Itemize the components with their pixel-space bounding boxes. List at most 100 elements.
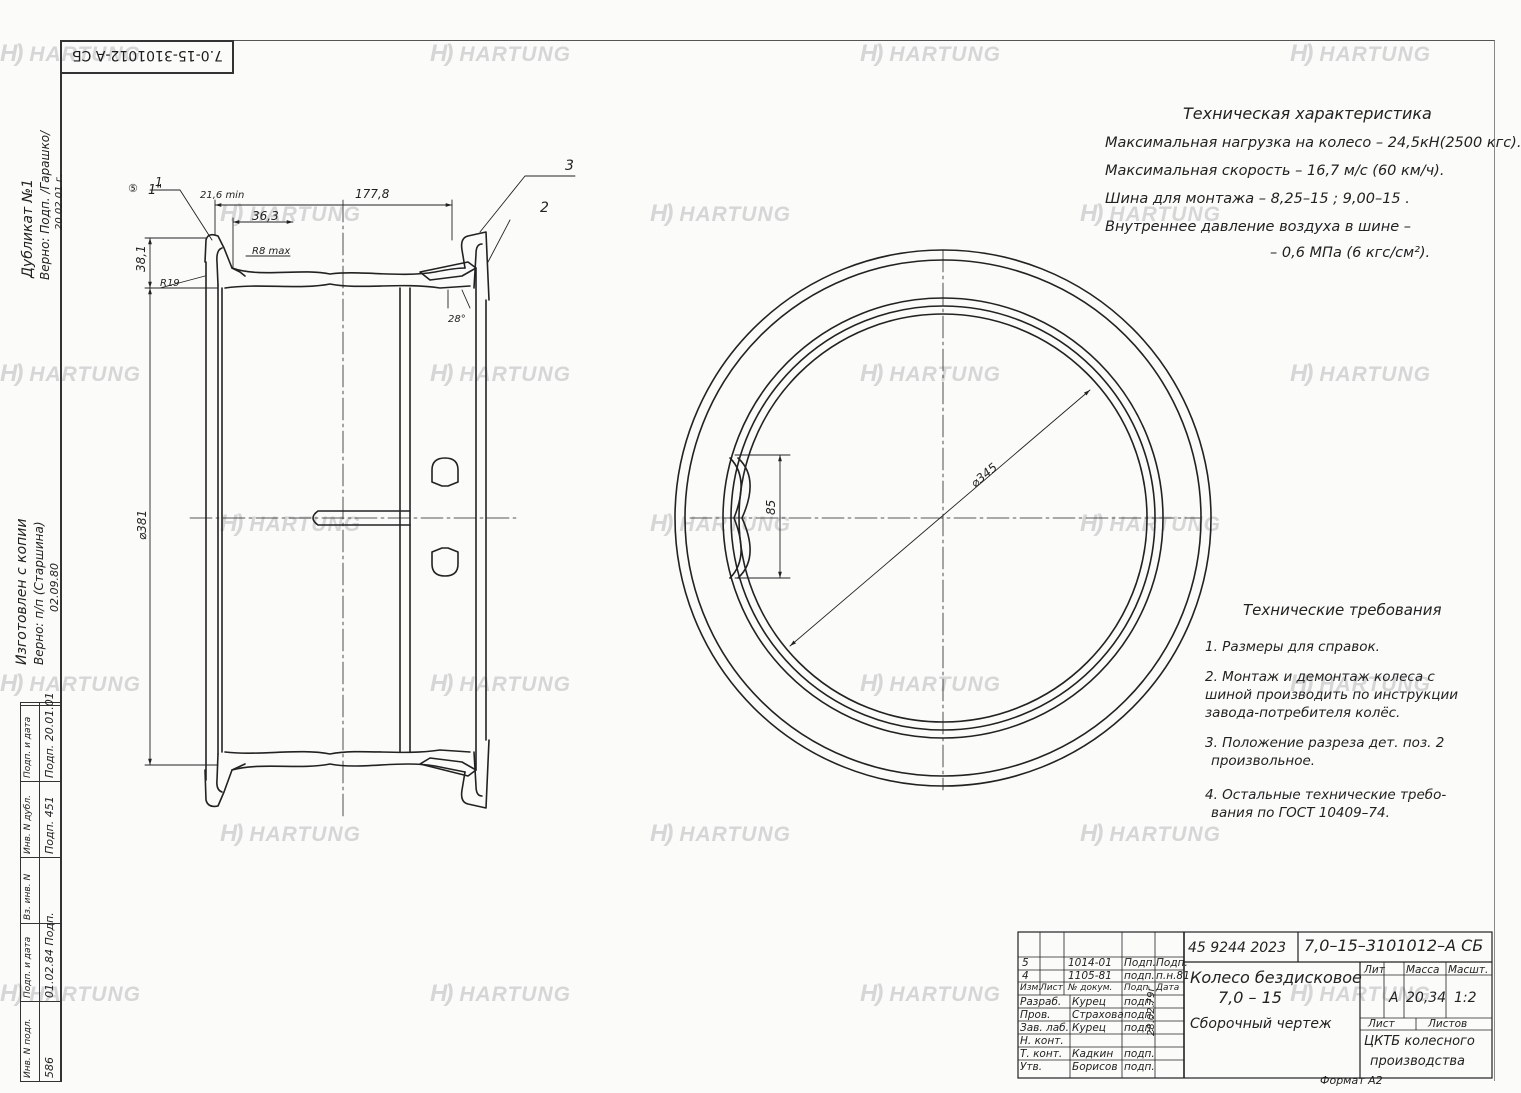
dim-radius-max: R8 max bbox=[252, 246, 290, 257]
change-row-sign: подп. bbox=[1124, 970, 1155, 982]
tech-line-load: Максимальная нагрузка на колесо – 24,5кН… bbox=[1105, 135, 1521, 151]
dim-flange-height: 38,1 bbox=[134, 245, 148, 272]
req-item-3a: 3. Положение разреза дет. поз. 2 bbox=[1205, 735, 1445, 751]
sheet-label: Лист bbox=[1368, 1018, 1395, 1030]
format-label: Формат А2 bbox=[1320, 1074, 1383, 1087]
role-sign: подп. bbox=[1124, 1022, 1155, 1034]
watermark-text: HARTUNG bbox=[29, 983, 141, 1006]
mass-value: 20,34 bbox=[1406, 990, 1447, 1006]
req-title: Технические требования bbox=[1243, 601, 1442, 619]
change-row-n: 4 bbox=[1022, 970, 1029, 982]
watermark-text: HARTUNG bbox=[459, 983, 571, 1006]
dim-flange-min: 21,6 min bbox=[200, 190, 244, 201]
tech-line-speed: Максимальная скорость – 16,7 м/с (60 км/… bbox=[1105, 163, 1445, 179]
watermark-text: HARTUNG bbox=[1319, 363, 1431, 386]
watermark: H)HARTUNG bbox=[220, 820, 361, 848]
doc-type: Сборочный чертеж bbox=[1190, 1016, 1332, 1032]
watermark-logo-icon: H) bbox=[1290, 360, 1313, 387]
watermark-text: HARTUNG bbox=[889, 673, 1001, 696]
watermark-logo-icon: H) bbox=[860, 670, 883, 697]
watermark-text: HARTUNG bbox=[459, 43, 571, 66]
change-row-sign: Подп. bbox=[1124, 957, 1156, 969]
right-flange-top bbox=[460, 231, 490, 301]
left-stamp-cell: Инв. N подл.586 bbox=[21, 1001, 61, 1082]
watermark-logo-icon: H) bbox=[1080, 200, 1103, 227]
pos-2: 2 bbox=[540, 200, 549, 216]
watermark: H)HARTUNG bbox=[0, 670, 141, 698]
watermark-text: HARTUNG bbox=[889, 983, 1001, 1006]
rim-base-bottom-inner bbox=[224, 749, 471, 755]
req-item-4b: вания по ГОСТ 10409–74. bbox=[1211, 805, 1390, 821]
dim-top-width: 177,8 bbox=[355, 187, 390, 201]
watermark-logo-icon: H) bbox=[1080, 820, 1103, 847]
watermark-logo-icon: H) bbox=[430, 980, 453, 1007]
change-row-date: п.н.81 bbox=[1156, 970, 1190, 982]
tech-line-pressure-value: – 0,6 МПа (6 кгс/см²). bbox=[1270, 245, 1431, 261]
left-stamp-cell: Инв. N дубл.Подп. 451 bbox=[21, 781, 61, 858]
change-row-n: 5 bbox=[1022, 957, 1029, 969]
watermark-logo-icon: H) bbox=[860, 980, 883, 1007]
change-row-doc: 1105-81 bbox=[1068, 970, 1112, 982]
title-block-grid bbox=[1017, 931, 1493, 1079]
role-role: Т. конт. bbox=[1020, 1048, 1063, 1060]
role-name: Страхова bbox=[1072, 1009, 1124, 1021]
watermark-logo-icon: H) bbox=[220, 510, 243, 537]
watermark: H)HARTUNG bbox=[0, 360, 141, 388]
req-item-2b: шиной производить по инструкции bbox=[1205, 687, 1459, 703]
watermark-logo-icon: H) bbox=[0, 980, 23, 1007]
watermark: H)HARTUNG bbox=[1080, 820, 1221, 848]
watermark: H) HARTUNG bbox=[650, 510, 791, 538]
watermark: H)HARTUNG bbox=[650, 820, 791, 848]
watermark-logo-icon: H) bbox=[650, 510, 673, 537]
rim-base-top-outer bbox=[231, 267, 466, 276]
sheets-label: Листов bbox=[1428, 1018, 1468, 1030]
watermark-text: HARTUNG bbox=[459, 673, 571, 696]
title-header-col: Дата bbox=[1156, 983, 1180, 993]
note-ref: ⑤ bbox=[128, 182, 138, 195]
watermark-text: HARTUNG bbox=[249, 823, 361, 846]
left-flange-bottom-inner bbox=[216, 753, 223, 793]
lock-ring-bottom bbox=[419, 757, 477, 777]
title-header-col: Лист bbox=[1040, 983, 1063, 993]
rim-base-top-inner bbox=[224, 283, 471, 289]
watermark-text: HARTUNG bbox=[889, 43, 1001, 66]
watermark-text: HARTUNG bbox=[679, 203, 791, 226]
watermark-text: HARTUNG bbox=[679, 513, 791, 536]
watermark: H) HARTUNG bbox=[1290, 360, 1431, 388]
role-name: Кадкин bbox=[1072, 1048, 1114, 1060]
col-scale: Масшт. bbox=[1448, 964, 1489, 976]
watermark-text: HARTUNG bbox=[29, 43, 141, 66]
lock-ring-top bbox=[419, 261, 477, 281]
tech-title: Техническая характеристика bbox=[1183, 104, 1432, 123]
watermark-logo-icon: H) bbox=[0, 360, 23, 387]
watermark-text: HARTUNG bbox=[679, 823, 791, 846]
dim-diameter-345: ⌀345 bbox=[968, 460, 1000, 490]
role-sign: подп. bbox=[1124, 996, 1155, 1008]
watermark-text: HARTUNG bbox=[1319, 43, 1431, 66]
req-item-2a: 2. Монтаж и демонтаж колеса с bbox=[1205, 669, 1435, 685]
left-stamp-divider bbox=[39, 703, 40, 1081]
watermark: H)HARTUNG bbox=[430, 670, 571, 698]
role-name: Борисов bbox=[1072, 1061, 1118, 1073]
role-name: Курец bbox=[1072, 1022, 1106, 1034]
req-item-1: 1. Размеры для справок. bbox=[1205, 639, 1380, 655]
order-no: 45 9244 2023 bbox=[1188, 940, 1286, 956]
dim-radius: R19 bbox=[160, 278, 180, 289]
tech-line-pressure: Внутреннее давление воздуха в шине – bbox=[1105, 219, 1411, 235]
watermark-logo-icon: H) bbox=[650, 200, 673, 227]
rim-base-bottom-outer bbox=[231, 763, 466, 773]
role-role: Утв. bbox=[1020, 1061, 1043, 1073]
title-header-col: Подп. bbox=[1124, 983, 1152, 993]
change-row-doc: 1014-01 bbox=[1068, 957, 1112, 969]
watermark-logo-icon: H) bbox=[0, 670, 23, 697]
watermark: H) HARTUNG bbox=[0, 980, 141, 1008]
lit-value: А bbox=[1389, 990, 1399, 1006]
role-role: Разраб. bbox=[1020, 996, 1062, 1008]
title-block: 45 9244 2023 7,0–15–3101012–А СБ Колесо … bbox=[1018, 932, 1492, 1078]
right-flange-bottom bbox=[460, 739, 490, 809]
role-role: Пров. bbox=[1020, 1009, 1051, 1021]
left-flange-top-inner bbox=[216, 247, 223, 286]
watermark-logo-icon: H) bbox=[1290, 670, 1313, 697]
